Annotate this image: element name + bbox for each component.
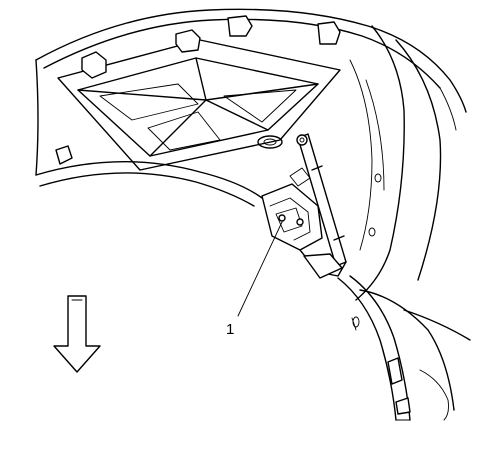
latch-assembly (261, 167, 347, 279)
callout-1-label: 1 (226, 321, 234, 338)
down-arrow-icon (53, 295, 101, 373)
callout-1-leader (237, 221, 283, 317)
hood-inner-panel (35, 8, 467, 301)
body-seal-channel (337, 275, 471, 421)
